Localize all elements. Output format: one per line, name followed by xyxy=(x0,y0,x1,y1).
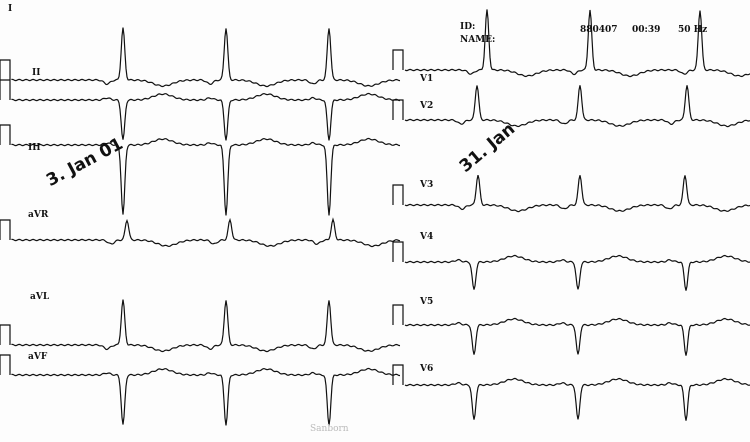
ecg-trace-v1 xyxy=(392,9,750,78)
lead-label-v1: V1 xyxy=(420,74,434,84)
lead-label-avf: aVF xyxy=(28,352,48,362)
id-label: ID: xyxy=(460,22,476,32)
footer-brand: Sanborn xyxy=(310,424,349,434)
ecg-trace-v4 xyxy=(392,241,750,291)
ecg-trace-iii xyxy=(0,124,400,216)
record-number: 880407 xyxy=(580,25,618,35)
name-label: NAME: xyxy=(460,35,496,45)
ecg-trace-avf xyxy=(0,354,400,426)
record-time: 00:39 xyxy=(632,25,661,35)
lead-label-v3: V3 xyxy=(420,180,434,190)
lead-label-v5: V5 xyxy=(420,297,434,307)
ecg-trace-i xyxy=(0,27,401,88)
ecg-trace-v3 xyxy=(392,174,750,213)
lead-label-ii: II xyxy=(32,68,41,78)
ecg-trace-v6 xyxy=(392,364,750,421)
ecg-trace-avl xyxy=(0,299,401,353)
ecg-trace-v5 xyxy=(392,304,750,356)
lead-label-iii: III xyxy=(28,143,41,153)
ecg-trace-v2 xyxy=(392,85,750,128)
lead-label-v6: V6 xyxy=(420,364,434,374)
ecg-trace-avr xyxy=(0,217,401,248)
lead-label-v2: V2 xyxy=(420,101,434,111)
lead-label-avr: aVR xyxy=(28,210,49,220)
lead-label-avl: aVL xyxy=(30,292,50,302)
ecg-trace-ii xyxy=(0,79,400,141)
filter-setting: 50 Hz xyxy=(678,25,708,35)
lead-label-i: I xyxy=(8,4,13,14)
lead-label-v4: V4 xyxy=(420,232,434,242)
